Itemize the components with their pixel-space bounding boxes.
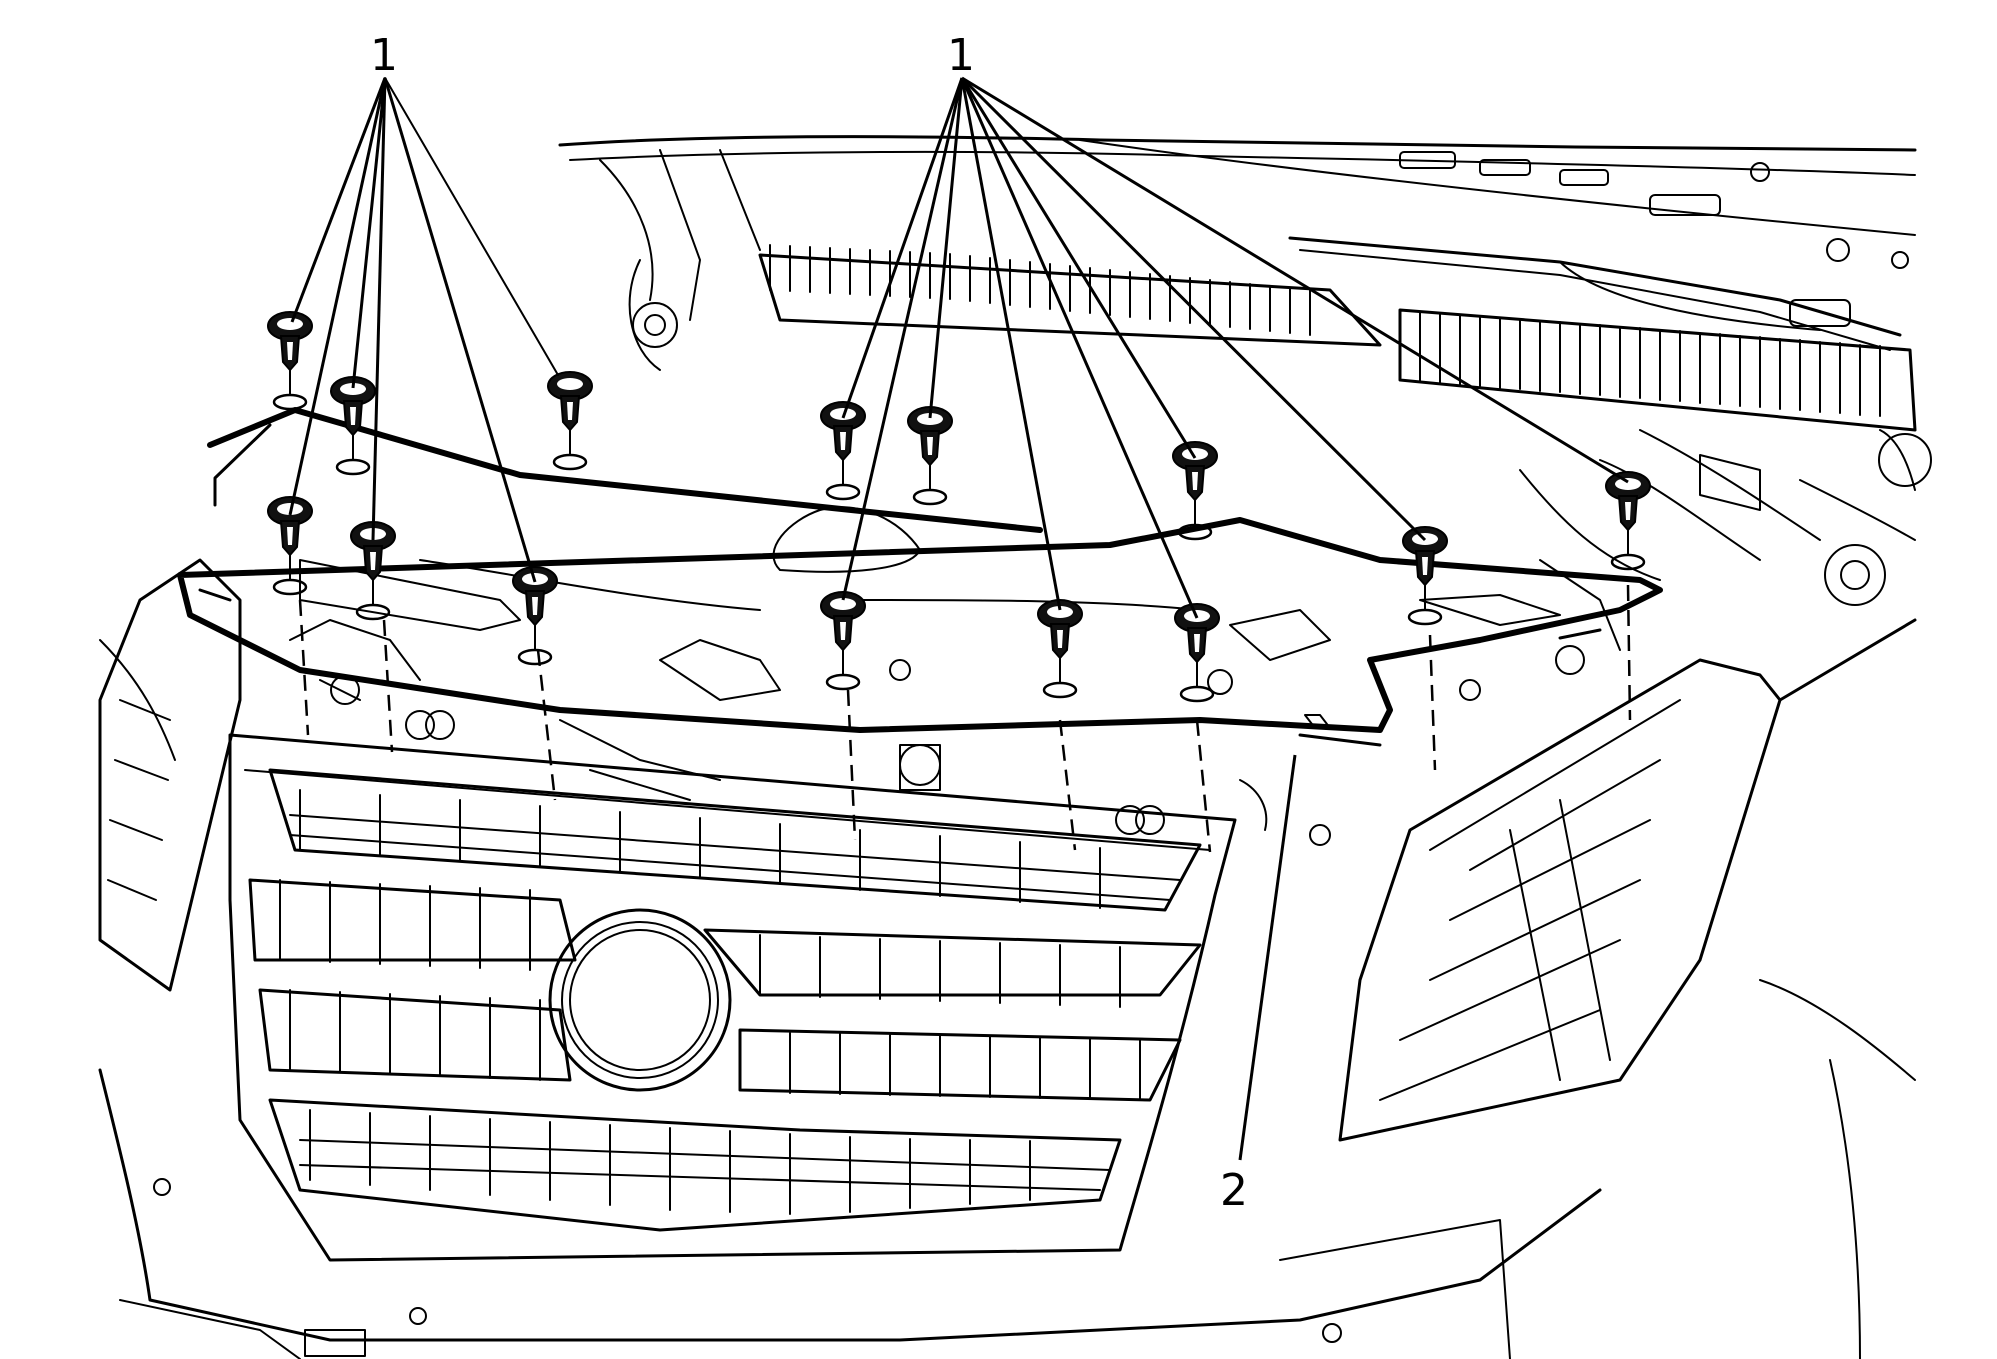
- grille-emblem: [548, 908, 732, 1092]
- push-pin-retainer-icon: [1402, 526, 1448, 626]
- callout-leader-lines: [288, 76, 1629, 1161]
- retainer-mounting-hole: [517, 648, 553, 666]
- front-bumper: [98, 1068, 1602, 1359]
- push-pin-retainer-icon: [820, 591, 866, 691]
- retainer-mounting-hole: [552, 453, 588, 471]
- install-guide-lines: [298, 584, 1632, 853]
- retainer-mounting-hole: [912, 488, 948, 506]
- push-pin-retainer-icon: [1605, 471, 1651, 571]
- retainer-mounting-hole: [1407, 608, 1443, 626]
- push-pin-retainer-icon: [547, 371, 593, 471]
- cowl-vent-grille-right: [1398, 308, 1917, 432]
- hood-and-cowl-linework: [289, 135, 1932, 846]
- right-headlamp-and-fender: [1338, 618, 1917, 1359]
- sight-shield-panel: [177, 407, 1663, 747]
- push-pin-retainer-icon: [1037, 599, 1083, 699]
- retainer-mounting-hole: [825, 673, 861, 691]
- push-pin-retainer-icon: [907, 406, 953, 506]
- callout-2: 2: [1220, 1165, 1248, 1216]
- retainer-mounting-hole: [1042, 681, 1078, 699]
- retainer-mounting-hole: [272, 578, 308, 596]
- push-pin-retainer-icon: [267, 311, 313, 411]
- retainer-mounting-hole: [1179, 685, 1215, 703]
- retainer-mounting-hole: [825, 483, 861, 501]
- retainer-mounting-hole: [272, 393, 308, 411]
- retainer-mounting-hole: [335, 458, 371, 476]
- cowl-vent-grille-left: [758, 244, 1382, 347]
- left-headlamp-and-fender: [98, 558, 242, 992]
- push-pin-retainer-icon: [330, 376, 376, 476]
- callout-1-right: 1: [947, 30, 975, 81]
- callout-1-left: 1: [370, 30, 398, 81]
- front-grille: [228, 733, 1237, 1262]
- push-pin-retainer-icon: [1174, 603, 1220, 703]
